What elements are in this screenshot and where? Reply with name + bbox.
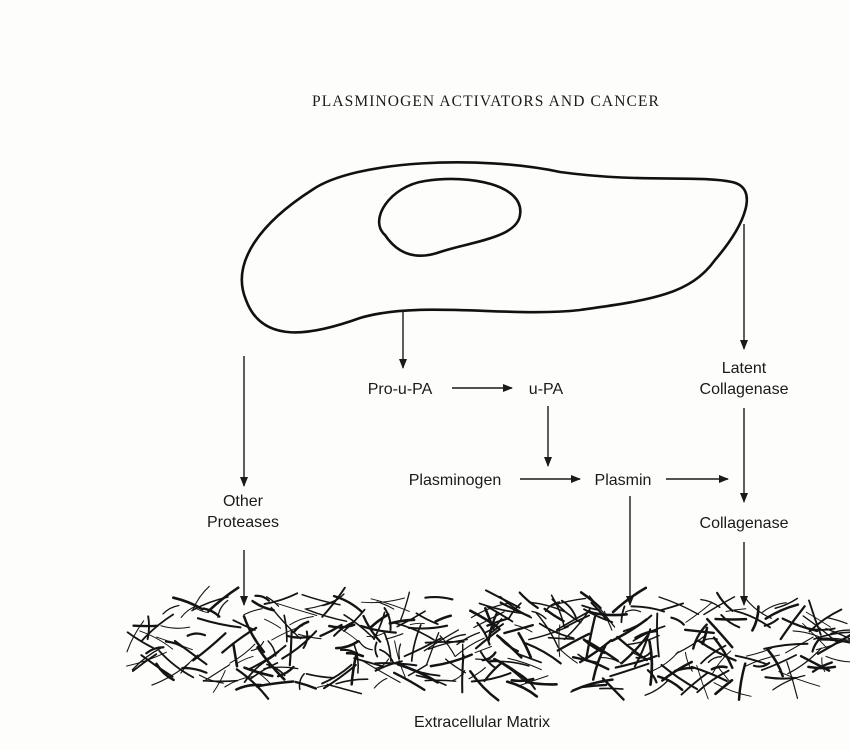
matrix-fiber [661,603,684,610]
matrix-fiber [182,668,206,673]
matrix-fiber [161,626,190,628]
matrix-fiber [486,590,519,607]
matrix-fiber [234,645,238,666]
matrix-fiber [425,597,452,599]
matrix-fiber [362,598,405,603]
matrix-fiber [721,615,739,627]
matrix-fiber [624,616,652,632]
node-other-proteases-line2: Proteases [207,514,279,531]
matrix-fiber [181,655,198,673]
matrix-fiber [245,668,273,676]
matrix-fiber [294,622,309,632]
node-extracellular-matrix: Extracellular Matrix [414,714,550,731]
node-upa: u-PA [529,381,564,398]
matrix-fiber [520,593,538,608]
node-latent-collagenase-line2: Collagenase [700,381,789,398]
matrix-fiber [536,613,558,647]
matrix-fiber [580,640,611,662]
matrix-fiber [163,606,179,614]
matrix-fiber [457,633,479,645]
matrix-fiber [708,657,721,663]
matrix-fiber [327,684,361,693]
matrix-fiber [209,588,239,611]
matrix-fiber [401,592,410,620]
matrix-fiber [671,618,683,625]
matrix-fiber [188,633,205,635]
matrix-fiber [306,674,334,678]
cell-body [242,162,747,332]
matrix-fiber [558,647,578,663]
figure-title: PLASMINOGEN ACTIVATORS AND CANCER [312,93,660,110]
matrix-fiber [277,603,317,615]
matrix-fiber [410,623,424,624]
matrix-fiber [526,682,556,684]
matrix-fiber [375,643,377,657]
matrix-fiber [676,636,705,654]
node-plasmin: Plasmin [595,472,652,489]
node-latent-collagenase-line1: Latent [722,360,767,377]
matrix-fiber [650,641,652,684]
node-plasminogen: Plasminogen [409,472,502,489]
matrix-fiber [265,619,281,628]
matrix-fiber [586,617,595,658]
matrix-fiber [436,616,451,622]
matrix-fiber [440,636,455,656]
matrix-fiber [386,634,403,639]
matrix-fiber [625,610,640,612]
matrix-fiber [526,643,561,663]
matrix-fiber [826,618,847,624]
node-pro-upa: Pro-u-PA [368,381,433,398]
matrix-fiber [304,632,308,648]
matrix-fiber [559,625,560,657]
matrix-fiber [204,665,230,682]
matrix-fiber [198,618,241,627]
node-collagenase: Collagenase [700,515,789,532]
matrix-fiber [140,631,173,649]
matrix-fiber [573,657,608,669]
matrix-fiber [268,641,276,656]
matrix-fiber [764,644,807,649]
cell-nucleus [379,179,520,256]
matrix-fiber [409,626,447,629]
matrix-fiber [685,630,714,633]
matrix-fiber [682,673,708,695]
matrix-fiber [610,664,648,677]
matrix-fiber [716,680,733,694]
matrix-fiber [374,678,387,688]
matrix-fiber [244,609,262,615]
matrix-fiber [425,680,456,681]
matrix-fiber [826,656,850,662]
matrix-fiber [284,615,287,641]
matrix-fiber [399,644,401,659]
matrix-fiber [532,611,546,618]
matrix-fiber [299,674,304,690]
matrix-fiber [385,608,391,630]
matrix-fiber [193,633,225,660]
matrix-fiber [558,634,589,651]
matrix-fiber [424,630,458,651]
matrix-fiber [359,641,372,650]
matrix-fiber [502,640,518,652]
extracellular-matrix-fibers [127,586,850,700]
node-other-proteases-line1: Other [223,493,264,510]
matrix-fiber [233,620,255,630]
